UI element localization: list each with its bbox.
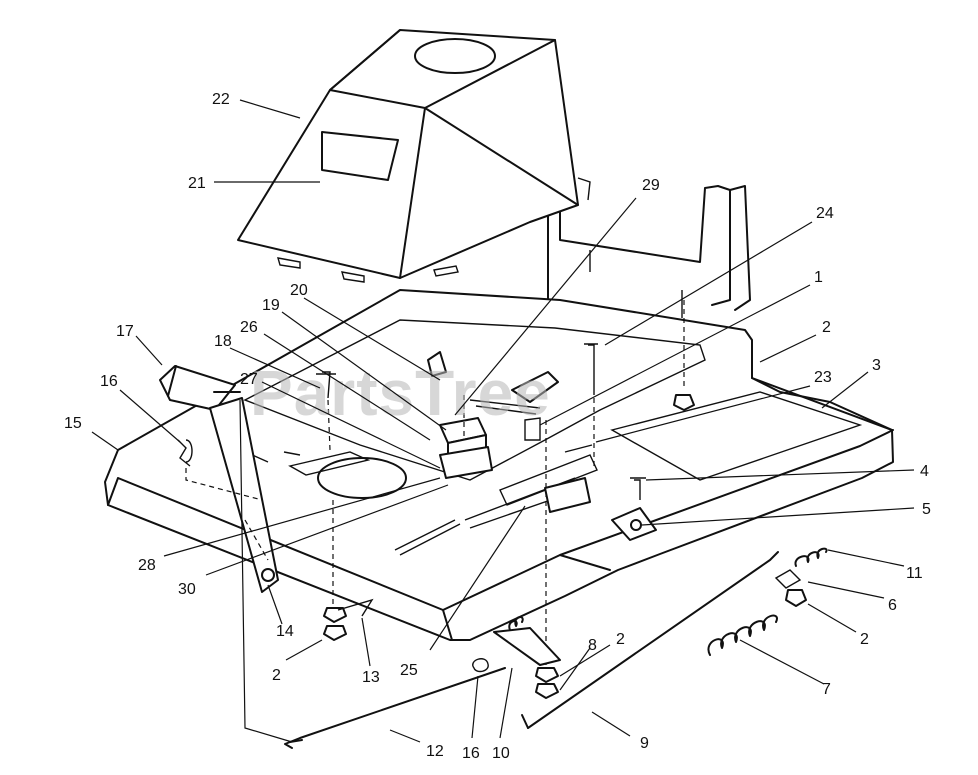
callout-17: 17: [116, 323, 134, 340]
callout-16a: 16: [100, 373, 118, 390]
watermark: PartsTree: [250, 357, 551, 429]
hardware: [323, 300, 807, 699]
callout-1: 1: [814, 269, 823, 286]
callout-8: 8: [588, 637, 597, 654]
callout-10: 10: [492, 745, 510, 762]
callout-27: 27: [240, 371, 258, 388]
callout-29: 29: [642, 177, 660, 194]
callout-7: 7: [822, 681, 831, 698]
callout-14: 14: [276, 623, 294, 640]
callout-28: 28: [138, 557, 156, 574]
switch-cluster: [288, 351, 559, 479]
callout-25: 25: [400, 662, 418, 679]
seat-cover: [237, 29, 591, 283]
callout-15: 15: [64, 415, 82, 432]
callouts: 22 21 29 24 1 2 3 23 20 19 26 18 27 17 1…: [64, 91, 931, 762]
callout-30: 30: [178, 581, 196, 598]
callout-3: 3: [872, 357, 881, 374]
callout-4: 4: [920, 463, 929, 480]
callout-23: 23: [814, 369, 832, 386]
callout-22: 22: [212, 91, 230, 108]
linkage: [239, 399, 828, 749]
callout-11: 11: [906, 565, 923, 582]
callout-21: 21: [188, 175, 206, 192]
callout-19: 19: [262, 297, 280, 314]
callout-26: 26: [240, 319, 258, 336]
callout-24: 24: [816, 205, 834, 222]
callout-12: 12: [426, 743, 444, 760]
callout-5: 5: [922, 501, 931, 518]
callout-6: 6: [888, 597, 897, 614]
callout-2d: 2: [272, 667, 281, 684]
callout-16b: 16: [462, 745, 480, 762]
callout-20: 20: [290, 282, 308, 299]
lever-assembly: [159, 365, 279, 593]
callout-9: 9: [640, 735, 649, 752]
callout-18: 18: [214, 333, 232, 350]
callout-2a: 2: [822, 319, 831, 336]
leader-lines: [91, 99, 915, 743]
callout-13: 13: [362, 669, 380, 686]
callout-2c: 2: [616, 631, 625, 648]
callout-2b: 2: [860, 631, 869, 648]
